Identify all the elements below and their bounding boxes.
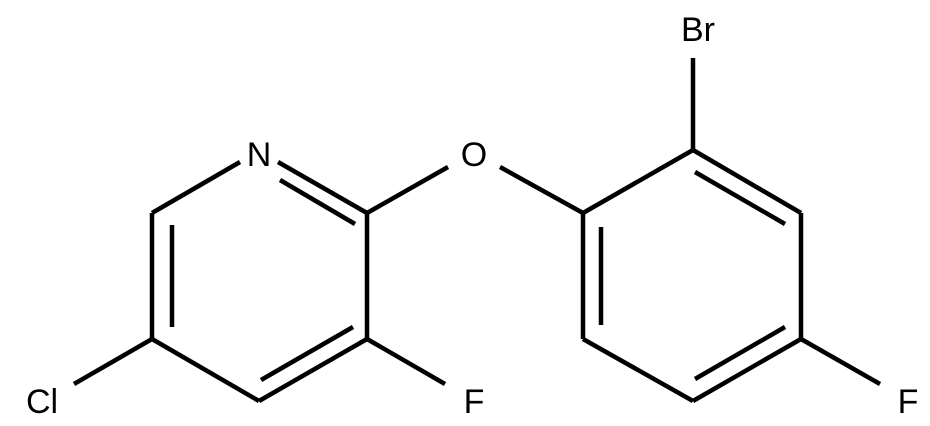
bond-c4-c5	[150, 337, 261, 403]
bond-c2-c3prime	[691, 148, 803, 215]
bond-c4-c5prime-inner	[693, 325, 787, 381]
atom-label-n: N	[247, 136, 272, 174]
atom-label-br: Br	[681, 11, 715, 49]
bond-c6-n1	[150, 160, 242, 215]
bond-c4-c5prime	[691, 337, 803, 403]
bond-c1-c2prime	[581, 148, 695, 215]
bond-c5-cl	[72, 337, 154, 386]
atom-label-f-pyridine: F	[464, 383, 485, 421]
bond-n1-c2	[276, 160, 369, 215]
bond-c3-c4	[257, 337, 369, 403]
atom-label-cl: Cl	[26, 383, 58, 421]
pyridine-ring	[149, 160, 370, 403]
bond-n1-c2-inner	[278, 178, 357, 226]
bond-c3-c4-inner	[259, 325, 355, 382]
bond-c4prime-f	[799, 337, 882, 386]
bond-c5-c6prime	[581, 337, 695, 403]
bond-c2-o	[365, 165, 450, 215]
phenyl-ring	[580, 148, 804, 403]
bond-c3-f	[365, 337, 447, 386]
bond-c2-c3prime-inner	[693, 170, 787, 226]
bond-o-c1prime	[498, 165, 585, 215]
atom-label-o: O	[461, 136, 487, 174]
atom-label-f-phenyl: F	[898, 383, 919, 421]
